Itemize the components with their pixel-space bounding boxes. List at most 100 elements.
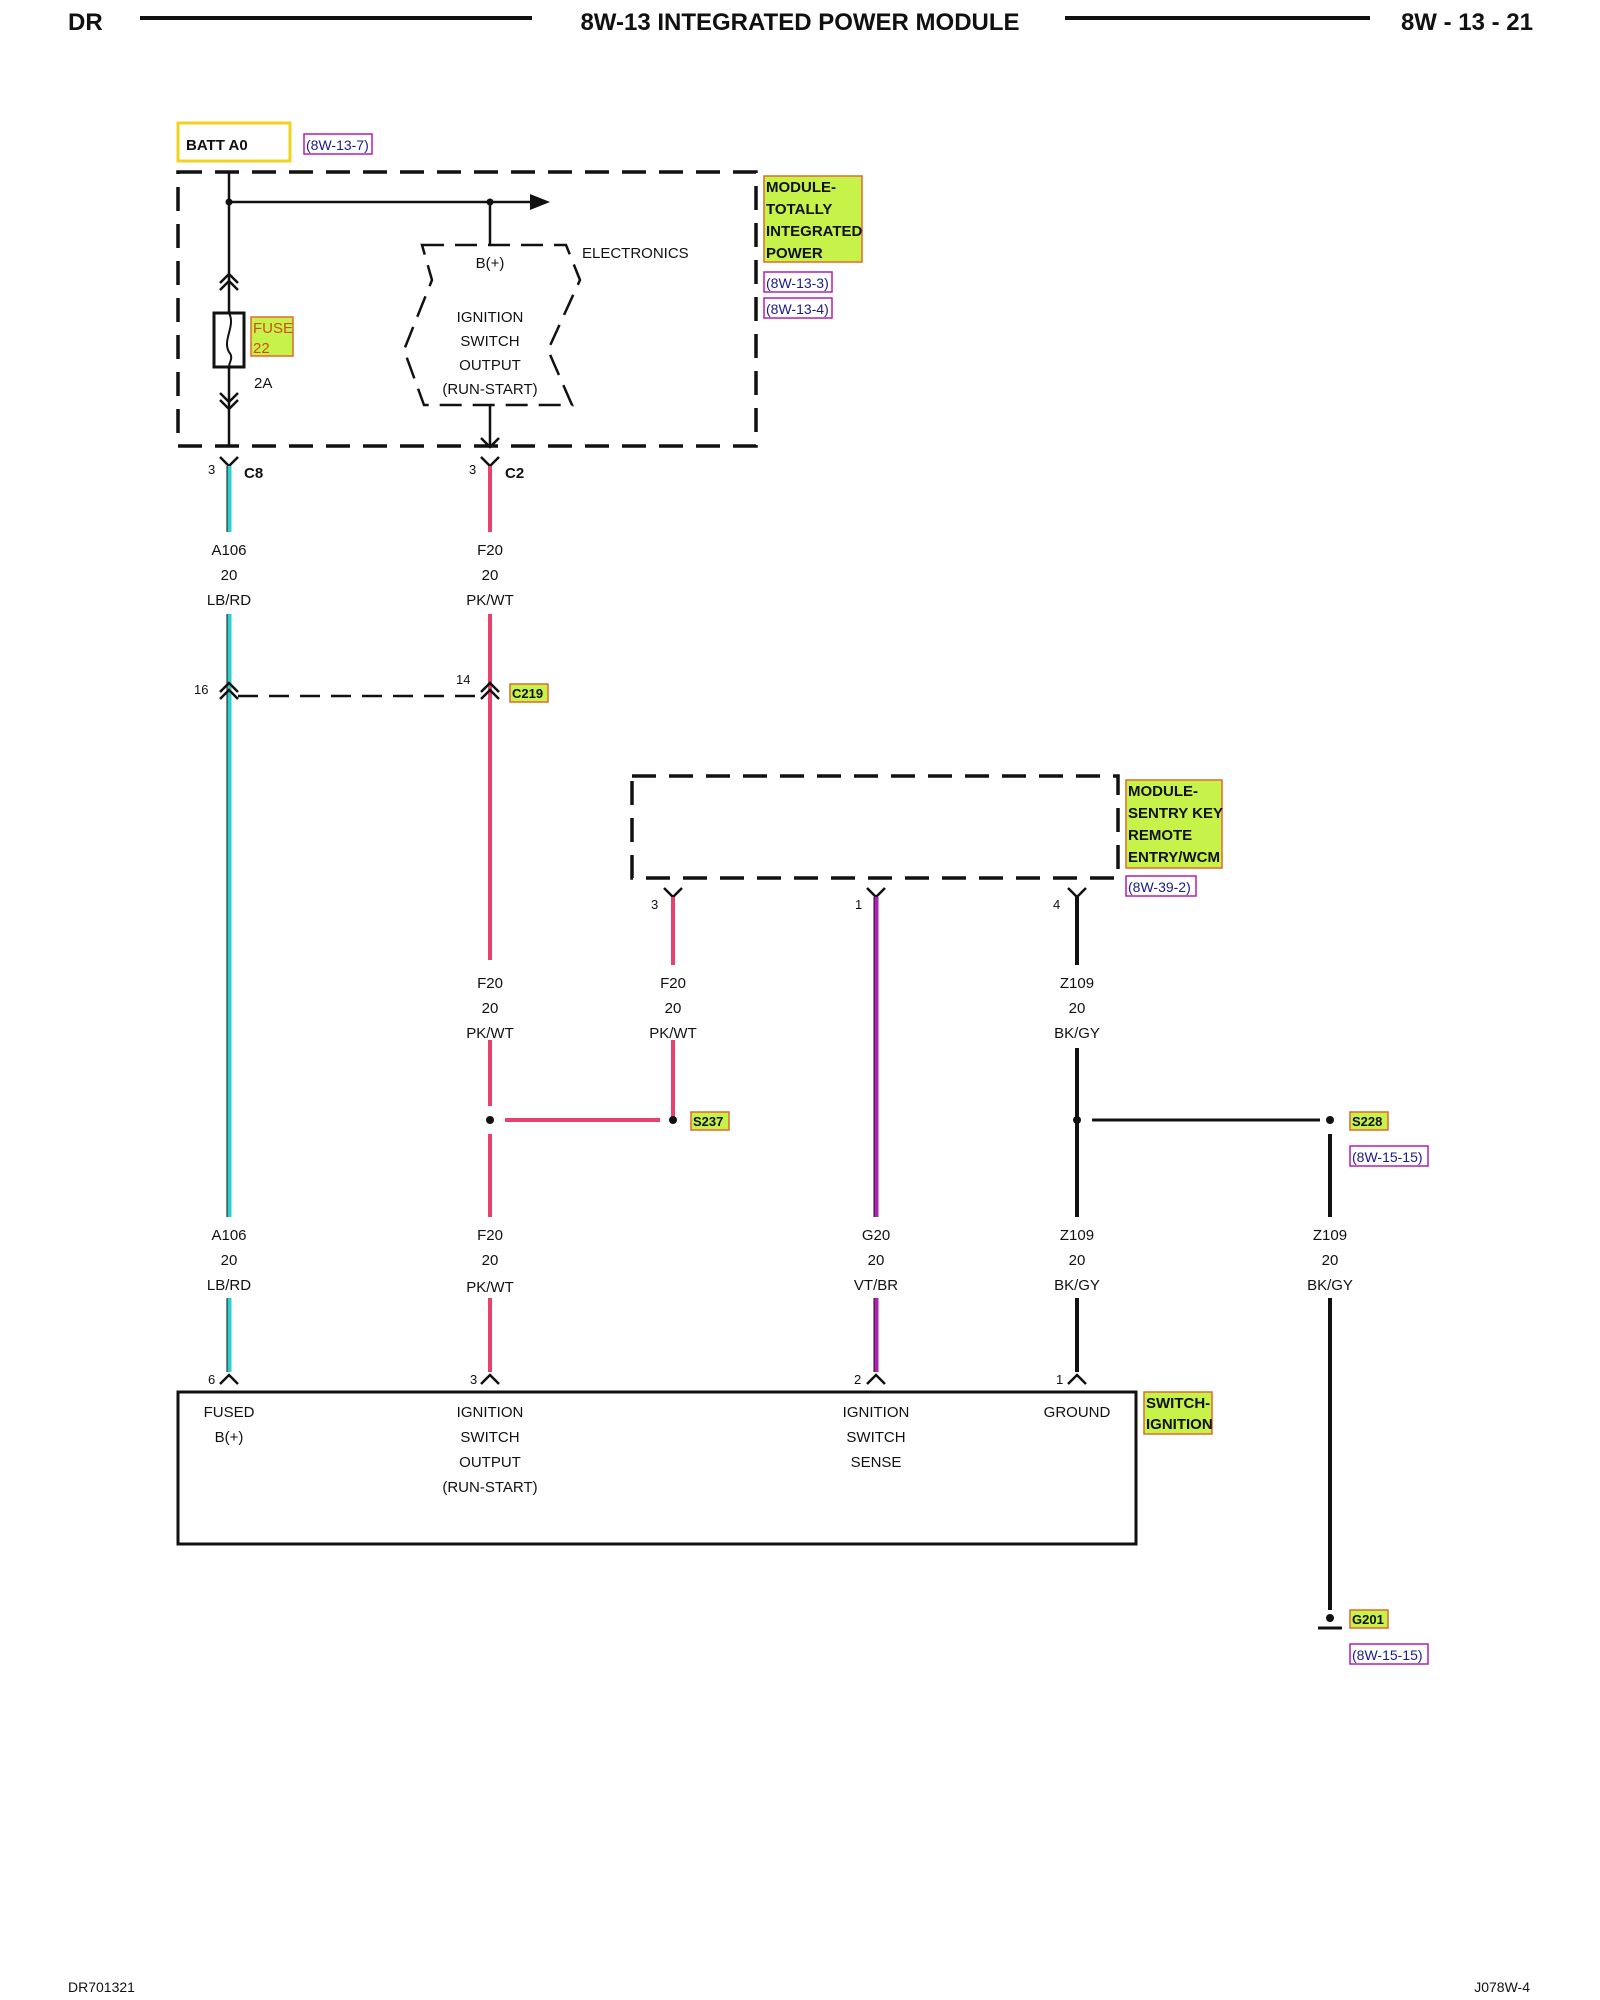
z109-splice-dot — [1073, 1116, 1081, 1124]
tipm-name-line3[interactable]: INTEGRATED — [766, 223, 863, 240]
sw-pin6-chevron-icon — [219, 1373, 239, 1385]
s228-name[interactable]: S228 — [1352, 1114, 1382, 1129]
sw-fused-line2: B(+) — [215, 1429, 244, 1446]
s228-highlight — [1349, 1111, 1389, 1131]
s237-name[interactable]: S237 — [693, 1114, 723, 1129]
skrem-box — [630, 774, 1120, 880]
f20-skrem-gauge: 20 — [665, 1000, 682, 1017]
g201-ref[interactable]: (8W-15-15) — [1352, 1647, 1423, 1663]
connector-c219: 16 14 C219 — [194, 672, 549, 703]
electronics-label: ELECTRONICS — [582, 245, 689, 262]
f20-splice-dot — [486, 1116, 494, 1124]
s237-highlight — [690, 1111, 730, 1131]
page-header: DR 8W-13 INTEGRATED POWER MODULE 8W - 13… — [68, 9, 1533, 36]
c219-a-chevron2-icon — [219, 688, 239, 700]
batt-ref-box — [303, 133, 373, 155]
a106-bot-gauge: 20 — [221, 1252, 238, 1269]
fuse-chevron-bottom2-icon — [219, 399, 239, 411]
g20-gauge: 20 — [868, 1252, 885, 1269]
tipm-ign-line1: IGNITION — [457, 309, 524, 326]
tipm-module: FUSE 22 2A ELECTRONICS B(+) IGNITION SWI… — [176, 170, 863, 449]
fuse-chevron-top2-icon — [219, 279, 239, 291]
sw-ground-label: GROUND — [1044, 1404, 1111, 1421]
tipm-name-line2[interactable]: TOTALLY — [766, 201, 832, 218]
s228-ref-box — [1349, 1145, 1429, 1167]
tipm-ign-line3: OUTPUT — [459, 357, 521, 374]
z109-gnd-gauge: 20 — [1322, 1252, 1339, 1269]
header-right: 8W - 13 - 21 — [1401, 9, 1533, 36]
f20-bot-circuit: F20 — [477, 1227, 503, 1244]
tipm-ref2-box — [763, 297, 833, 319]
wire-f20-skrem: F20 20 PK/WT S237 — [486, 897, 730, 1131]
sw-pin-1: 1 — [1056, 1372, 1063, 1387]
f20-top-circuit: F20 — [477, 542, 503, 559]
g201-highlight — [1349, 1609, 1389, 1629]
tipm-bplus-label: B(+) — [476, 255, 505, 272]
fuse-highlight — [250, 316, 294, 357]
switch-name-line1[interactable]: SWITCH- — [1146, 1395, 1210, 1412]
ign-output-block — [402, 243, 582, 407]
wire-a106: A106 20 LB/RD A106 20 LB/RD — [207, 466, 251, 1372]
fuse-label[interactable]: FUSE — [253, 320, 293, 337]
switch-name-line2[interactable]: IGNITION — [1146, 1416, 1213, 1433]
batt-label: BATT A0 — [186, 137, 248, 154]
skrem-pin1-chevron-icon — [866, 887, 886, 899]
c2-pin: 3 — [469, 462, 476, 477]
sw-pin-3: 3 — [470, 1372, 477, 1387]
f20-mid-gauge: 20 — [482, 1000, 499, 1017]
f20-top-gauge: 20 — [482, 567, 499, 584]
g201-ref-box — [1349, 1643, 1429, 1665]
z109-bot-color: BK/GY — [1054, 1277, 1100, 1294]
tipm-name-line1[interactable]: MODULE- — [766, 179, 836, 196]
sw-fused-line1: FUSED — [204, 1404, 255, 1421]
fuse-number[interactable]: 22 — [253, 340, 270, 357]
f20-mid-color: PK/WT — [466, 1025, 514, 1042]
tipm-ref-1[interactable]: (8W-13-3) — [766, 275, 829, 291]
z109-skrem-color: BK/GY — [1054, 1025, 1100, 1042]
skrem-module: MODULE- SENTRY KEY REMOTE ENTRY/WCM (8W-… — [630, 774, 1223, 912]
sw-ign-line1: IGNITION — [457, 1404, 524, 1421]
z109-gnd-color: BK/GY — [1307, 1277, 1353, 1294]
tipm-name-highlight — [763, 175, 863, 263]
f20-mid-circuit: F20 — [477, 975, 503, 992]
z109-gnd-circuit: Z109 — [1313, 1227, 1347, 1244]
tipm-ign-line4: (RUN-START) — [442, 381, 537, 398]
c219-b-chevron-icon — [480, 681, 500, 693]
a106-top-gauge: 20 — [221, 567, 238, 584]
fuse-chevron-bottom-icon — [219, 392, 239, 404]
skrem-ref-box — [1125, 875, 1197, 897]
batt-ref[interactable]: (8W-13-7) — [306, 137, 369, 153]
c8-name[interactable]: C8 — [244, 465, 263, 482]
batt-a0-label: BATT A0 (8W-13-7) — [176, 121, 373, 163]
ign-output-chevron-icon — [480, 437, 500, 449]
sw-sense-line2: SWITCH — [846, 1429, 905, 1446]
sw-pin1-chevron-icon — [1067, 1373, 1087, 1385]
c2-name[interactable]: C2 — [505, 465, 524, 482]
connector-c8: 3 C8 — [208, 456, 263, 482]
s228-ref[interactable]: (8W-15-15) — [1352, 1149, 1423, 1165]
c219-b-chevron2-icon — [480, 688, 500, 700]
skrem-name-highlight — [1125, 779, 1223, 869]
a106-bot-color: LB/RD — [207, 1277, 251, 1294]
wire-f20: F20 20 PK/WT F20 20 PK/WT F20 20 PK/WT — [466, 466, 514, 1372]
skrem-ref[interactable]: (8W-39-2) — [1128, 879, 1191, 895]
sw-ign-line3: OUTPUT — [459, 1454, 521, 1471]
c219-name[interactable]: C219 — [512, 686, 543, 701]
sw-pin2-chevron-icon — [866, 1373, 886, 1385]
sw-sense-line1: IGNITION — [843, 1404, 910, 1421]
footer-left: DR701321 — [68, 1979, 135, 1995]
skrem-name-line2[interactable]: SENTRY KEY — [1128, 805, 1223, 822]
skrem-name-line3[interactable]: REMOTE — [1128, 827, 1192, 844]
tipm-ref-2[interactable]: (8W-13-4) — [766, 301, 829, 317]
bus-arrow-icon — [530, 194, 550, 210]
fuse-chevron-top-icon — [219, 272, 239, 284]
c2-chevron-icon — [480, 456, 500, 468]
skrem-name-line4[interactable]: ENTRY/WCM — [1128, 849, 1220, 866]
g201-name[interactable]: G201 — [1352, 1612, 1384, 1627]
a106-bot-circuit: A106 — [211, 1227, 246, 1244]
z109-skrem-gauge: 20 — [1069, 1000, 1086, 1017]
tipm-name-line4[interactable]: POWER — [766, 245, 823, 262]
s228-dot — [1326, 1116, 1334, 1124]
skrem-name-line1[interactable]: MODULE- — [1128, 783, 1198, 800]
